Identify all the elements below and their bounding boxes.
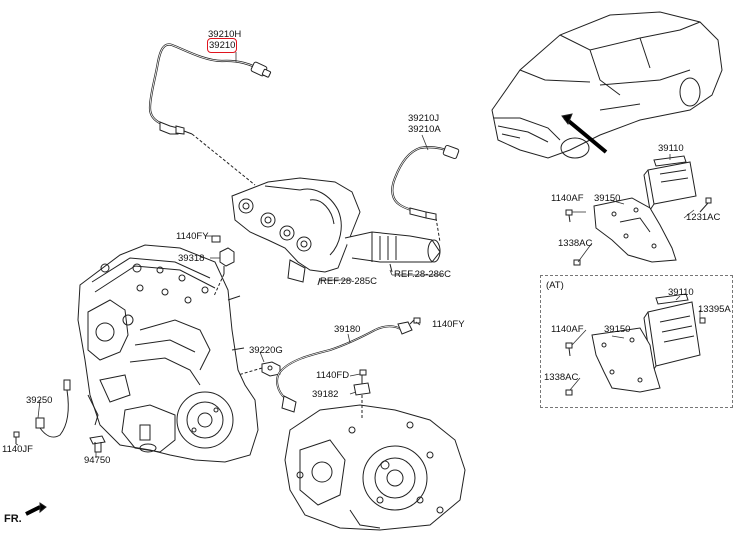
crankshaft-sensor[interactable] <box>35 379 71 438</box>
part-label-1231AC[interactable]: 1231AC <box>686 212 721 223</box>
part-label-39150-upper[interactable]: 39150 <box>594 193 621 204</box>
cam-position-sensor[interactable] <box>219 247 235 274</box>
part-label-39150-at[interactable]: 39150 <box>604 324 631 335</box>
part-label-39110-upper[interactable]: 39110 <box>658 143 684 154</box>
oil-pressure-switch[interactable] <box>89 435 106 453</box>
part-label-39250[interactable]: 39250 <box>26 395 53 406</box>
part-label-1140AF-upper[interactable]: 1140AF <box>551 193 584 204</box>
part-label-13395A[interactable]: 13395A <box>698 304 731 315</box>
transmission-case[interactable] <box>284 404 466 531</box>
oxygen-sensor-downstream[interactable] <box>391 144 460 221</box>
part-label-1140FY-lower[interactable]: 1140FY <box>432 319 465 330</box>
at-group-label: (AT) <box>546 280 564 291</box>
part-label-39182[interactable]: 39182 <box>312 389 339 400</box>
part-label-94750[interactable]: 94750 <box>84 455 111 466</box>
part-label-39210H[interactable]: 39210H <box>208 29 242 40</box>
part-label-1338AC-upper[interactable]: 1338AC <box>558 238 593 249</box>
part-label-1140JF[interactable]: 1140JF <box>2 444 33 455</box>
vehicle-illustration <box>491 11 723 159</box>
ecu-module-upper[interactable] <box>643 155 697 212</box>
ecu-bracket-upper[interactable] <box>593 197 677 263</box>
part-label-1140AF-at[interactable]: 1140AF <box>551 324 584 335</box>
part-label-1140FD[interactable]: 1140FD <box>316 370 350 381</box>
part-label-1338AC-at[interactable]: 1338AC <box>544 372 579 383</box>
part-label-39210-highlighted[interactable]: 39210 <box>206 38 238 53</box>
ref-label-28-285C[interactable]: REF.28-285C <box>320 276 378 287</box>
oxygen-sensor-upstream[interactable] <box>148 43 272 135</box>
part-label-1140FY-top[interactable]: 1140FY <box>176 231 209 242</box>
part-label-39180[interactable]: 39180 <box>334 324 361 335</box>
knock-sensor[interactable] <box>261 361 281 377</box>
engine-block[interactable] <box>77 244 259 463</box>
part-label-39210J[interactable]: 39210J <box>408 113 440 124</box>
vehicle-speed-sensor[interactable] <box>276 321 413 413</box>
part-label-39318[interactable]: 39318 <box>178 253 205 264</box>
exhaust-manifold[interactable] <box>231 177 441 283</box>
part-label-39220G[interactable]: 39220G <box>249 345 283 356</box>
part-label-39210A[interactable]: 39210A <box>408 124 441 135</box>
automatic-transmission-group <box>540 275 733 408</box>
ecu-bracket-at[interactable] <box>591 327 661 393</box>
part-label-39110-at[interactable]: 39110 <box>668 287 694 298</box>
ref-label-28-286C[interactable]: REF.28-286C <box>394 269 452 280</box>
front-direction-label: FR. <box>4 513 22 525</box>
ecu-module-at[interactable] <box>643 293 701 374</box>
